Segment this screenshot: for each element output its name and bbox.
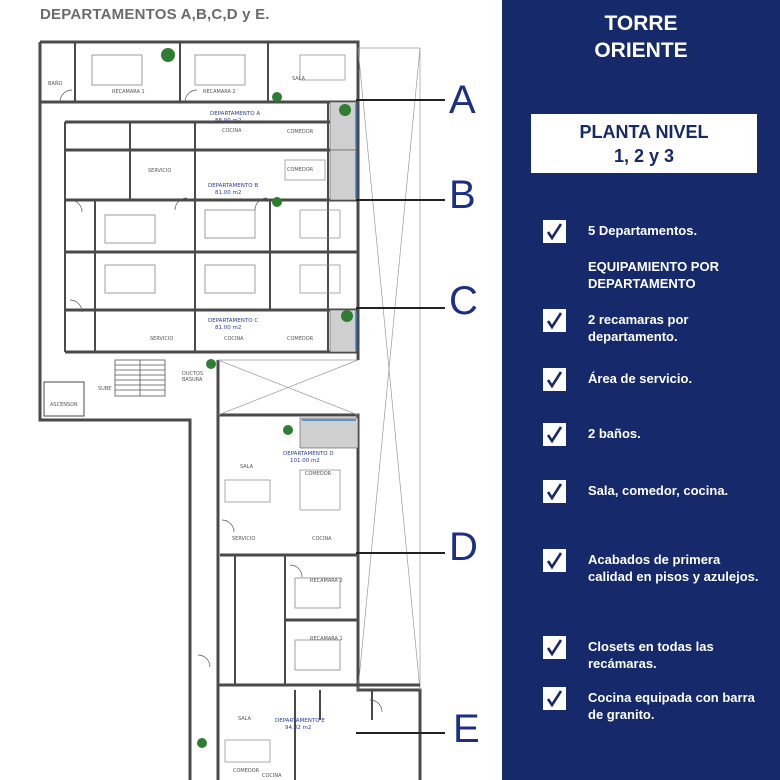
room-servicio-d: SERVICIO — [232, 536, 255, 542]
check-icon — [543, 368, 566, 391]
room-cocina-d: COCINA — [312, 536, 332, 542]
room-comedor-a: COMEDOR — [287, 129, 314, 135]
room-comedor-c: COMEDOR — [287, 336, 314, 342]
letter-b: B — [449, 173, 476, 217]
room-sala-a: SALA — [292, 76, 306, 82]
room-recamara1-d: RECAMARA 1 — [310, 636, 343, 642]
callout-lines — [356, 99, 445, 734]
dept-d-name: DEPARTAMENTO D — [283, 451, 334, 457]
dept-c-name: DEPARTAMENTO C — [208, 318, 258, 324]
room-comedor-d: COMEDOR — [305, 471, 332, 477]
letter-e: E — [453, 707, 480, 751]
letter-d: D — [449, 525, 478, 569]
feature-text: Acabados de primera calidad en pisos y a… — [588, 552, 759, 584]
planta-line2: 1, 2 y 3 — [613, 146, 675, 166]
check-icon — [543, 687, 566, 710]
dept-a-area: 88.00 m2 — [215, 118, 241, 124]
room-sube: SUBE — [98, 386, 111, 392]
dept-e-name: DEPARTAMENTO E — [275, 718, 325, 724]
feature-text: 2 baños. — [588, 426, 641, 441]
feature-text: Área de servicio. — [588, 371, 693, 386]
letter-a: A — [449, 78, 476, 122]
room-recamara2-d: RECAMARA 2 — [310, 578, 343, 584]
tower-line1: TORRE — [604, 12, 678, 35]
feature-text: Cocina equipada con barra de granito. — [588, 690, 755, 722]
check-icon — [543, 480, 566, 503]
equipamiento-heading: EQUIPAMIENTO POR DEPARTAMENTO — [588, 259, 719, 291]
stairs — [114, 359, 166, 397]
planta-box: PLANTA NIVEL 1, 2 y 3 — [531, 114, 757, 173]
room-sala-d: SALA — [240, 464, 254, 470]
room-cocina-e: COCINA — [262, 773, 282, 779]
dept-e-area: 94.32 m2 — [285, 725, 311, 731]
room-cocina-c: COCINA — [224, 336, 244, 342]
terrace-lines — [217, 47, 421, 691]
beds — [91, 54, 341, 671]
info-panel: TORRE ORIENTE PLANTA NIVEL 1, 2 y 3 5 De… — [502, 0, 780, 780]
check-icon — [543, 636, 566, 659]
room-ductos: DUCTOS — [182, 371, 203, 377]
room-basura: BASURA — [182, 377, 203, 383]
check-icon — [543, 220, 566, 243]
room-bano: BAÑO — [48, 80, 63, 87]
check-icon — [543, 423, 566, 446]
room-servicio-c: SERVICIO — [150, 336, 173, 342]
room-ascensor: ASCENSOR — [50, 402, 78, 408]
feature-text: 2 recamaras por departamento. — [588, 312, 689, 344]
plants — [161, 48, 353, 748]
room-comedor-b: COMEDOR — [287, 167, 314, 173]
dept-b-name: DEPARTAMENTO B — [208, 183, 258, 189]
dept-a-name: DEPARTAMENTO A — [210, 111, 260, 117]
feature-text: Closets en todas las recámaras. — [588, 639, 714, 671]
elevator — [43, 381, 85, 417]
floor-plan-drawing: DEPARTAMENTO A 88.00 m2 DEPARTAMENTO B 8… — [38, 40, 480, 780]
tower-line2: ORIENTE — [594, 39, 688, 62]
check-icon — [543, 549, 566, 572]
room-comedor-e: COMEDOR — [233, 768, 260, 774]
room-recamara2: RECAMARA 2 — [203, 89, 236, 95]
floor-plan-panel: DEPARTAMENTO A 88.00 m2 DEPARTAMENTO B 8… — [38, 6, 480, 780]
tower-title: TORRE ORIENTE — [502, 10, 780, 64]
balconies — [299, 101, 359, 449]
dept-b-area: 81.00 m2 — [215, 190, 241, 196]
plan-walls — [38, 40, 422, 780]
room-sala-e: SALA — [238, 716, 252, 722]
feature-text: 5 Departamentos. — [588, 223, 698, 238]
dept-c-area: 81.00 m2 — [215, 325, 241, 331]
page-heading: DEPARTAMENTOS A,B,C,D y E. — [40, 6, 270, 23]
feature-text: Sala, comedor, cocina. — [588, 483, 729, 498]
room-servicio-b: SERVICIO — [148, 168, 171, 174]
planta-line1: PLANTA NIVEL — [579, 122, 709, 142]
room-recamara1: RECAMARA 1 — [112, 89, 145, 95]
letter-c: C — [449, 279, 478, 323]
room-cocina-a: COCINA — [222, 128, 242, 134]
dept-d-area: 101.00 m2 — [290, 458, 320, 464]
check-icon — [543, 309, 566, 332]
